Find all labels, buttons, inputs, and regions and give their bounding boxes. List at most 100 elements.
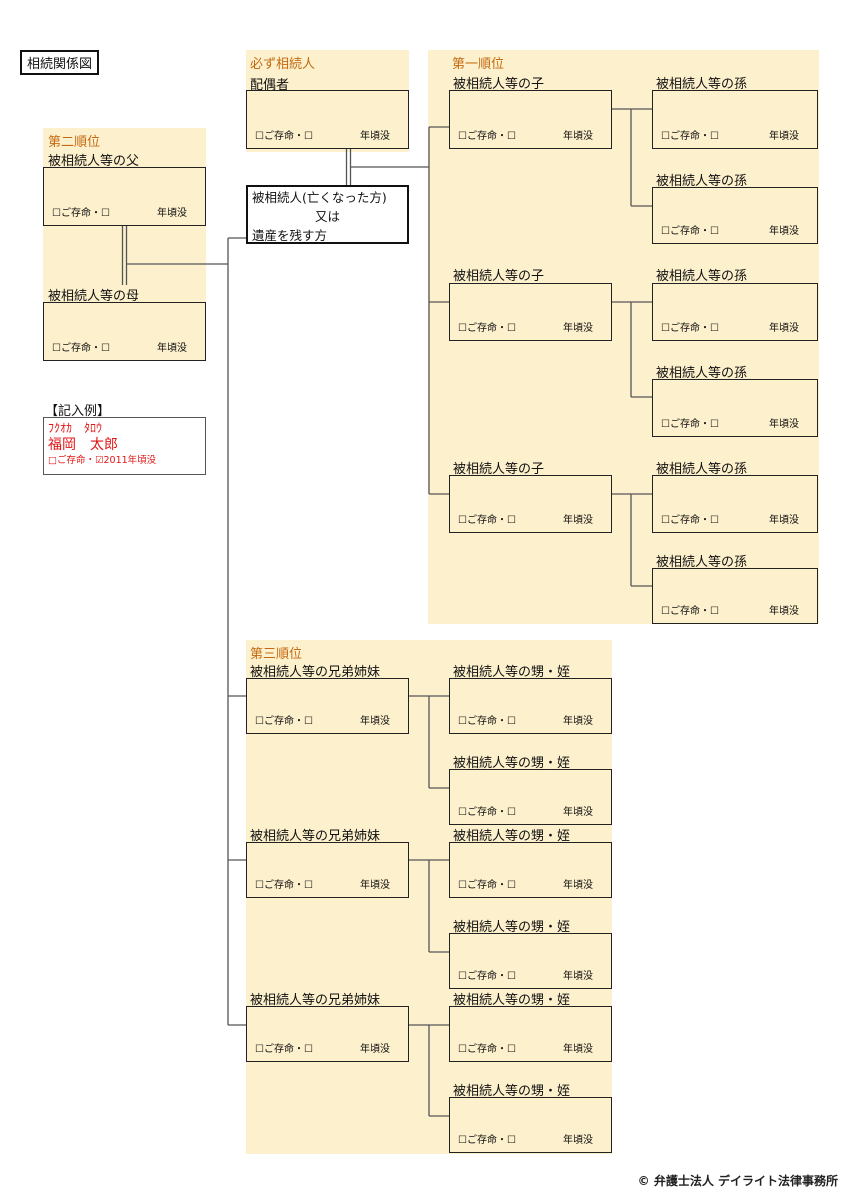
mother-label: 被相続人等の母: [48, 289, 140, 304]
year-text: 年頃没: [563, 880, 593, 891]
status-text: ☐ご存命・☐: [255, 716, 313, 727]
required-heir-title: 必ず相続人: [250, 57, 316, 72]
example-box: ﾌｸｵｶ ﾀﾛｳ 福岡 太郎 □ご存命・☑2011年頃没: [43, 417, 206, 475]
status-text: ☐ご存命・☐: [458, 515, 516, 526]
grandchild-4-box[interactable]: ☐ご存命・☐ 年頃没: [652, 379, 818, 437]
year-text: 年頃没: [563, 1044, 593, 1055]
child-1-box[interactable]: ☐ご存命・☐ 年頃没: [449, 90, 612, 149]
child-3-box[interactable]: ☐ご存命・☐ 年頃没: [449, 475, 612, 533]
example-kana: ﾌｸｵｶ ﾀﾛｳ: [48, 421, 103, 435]
year-text: 年頃没: [769, 226, 799, 237]
year-text: 年頃没: [769, 323, 799, 334]
mother-box[interactable]: ☐ご存命・☐ 年頃没: [43, 302, 206, 361]
child-2-box[interactable]: ☐ご存命・☐ 年頃没: [449, 283, 612, 341]
deceased-line-3: 遺産を残す方: [252, 228, 328, 243]
nephew-niece-2-label: 被相続人等の甥・姪: [453, 756, 571, 771]
status-text: ☐ご存命・☐: [661, 226, 719, 237]
status-text: ☐ご存命・☐: [661, 419, 719, 430]
year-text: 年頃没: [769, 515, 799, 526]
example-name: 福岡 太郎: [48, 437, 118, 453]
first-rank-title: 第一順位: [452, 57, 505, 72]
status-text: ☐ご存命・☐: [458, 880, 516, 891]
nephew-niece-5-box[interactable]: ☐ご存命・☐ 年頃没: [449, 1006, 612, 1062]
year-text: 年頃没: [769, 131, 799, 142]
nephew-niece-1-box[interactable]: ☐ご存命・☐ 年頃没: [449, 678, 612, 734]
status-text: ☐ご存命・☐: [661, 323, 719, 334]
nephew-niece-6-box[interactable]: ☐ご存命・☐ 年頃没: [449, 1097, 612, 1153]
deceased-box: 被相続人(亡くなった方) 又は 遺産を残す方: [246, 185, 409, 244]
spouse-label: 配偶者: [250, 78, 290, 93]
deceased-line-1: 被相続人(亡くなった方): [252, 190, 387, 205]
year-text: 年頃没: [769, 606, 799, 617]
father-label: 被相続人等の父: [48, 154, 140, 169]
father-box[interactable]: ☐ご存命・☐ 年頃没: [43, 167, 206, 226]
year-text: 年頃没: [563, 131, 593, 142]
year-text: 年頃没: [157, 208, 187, 219]
status-text: ☐ご存命・☐: [458, 323, 516, 334]
status-text: ☐ご存命・☐: [661, 131, 719, 142]
status-text: ☐ご存命・☐: [458, 971, 516, 982]
sibling-2-box[interactable]: ☐ご存命・☐ 年頃没: [246, 842, 409, 898]
year-text: 年頃没: [360, 131, 390, 142]
nephew-niece-4-box[interactable]: ☐ご存命・☐ 年頃没: [449, 933, 612, 989]
document-title: 相続関係図: [20, 50, 100, 75]
deceased-line-2: 又は: [314, 209, 340, 224]
spouse-box[interactable]: ☐ご存命・☐ 年頃没: [246, 90, 409, 149]
grandchild-1-label: 被相続人等の孫: [656, 77, 748, 92]
status-text: ☐ご存命・☐: [52, 208, 110, 219]
sibling-1-label: 被相続人等の兄弟姉妹: [250, 665, 381, 680]
child-3-label: 被相続人等の子: [453, 462, 545, 477]
status-text: ☐ご存命・☐: [52, 343, 110, 354]
year-text: 年頃没: [360, 716, 390, 727]
status-text: ☐ご存命・☐: [255, 131, 313, 142]
status-text: ☐ご存命・☐: [255, 880, 313, 891]
status-text: ☐ご存命・☐: [458, 1135, 516, 1146]
status-text: ☐ご存命・☐: [458, 807, 516, 818]
nephew-niece-3-label: 被相続人等の甥・姪: [453, 829, 571, 844]
nephew-niece-5-label: 被相続人等の甥・姪: [453, 993, 571, 1008]
status-text: ☐ご存命・☐: [458, 131, 516, 142]
status-text: ☐ご存命・☐: [255, 1044, 313, 1055]
example-status: □ご存命・☑2011年頃没: [48, 455, 157, 466]
year-text: 年頃没: [360, 1044, 390, 1055]
year-text: 年頃没: [157, 343, 187, 354]
grandchild-5-label: 被相続人等の孫: [656, 462, 748, 477]
status-text: ☐ご存命・☐: [661, 515, 719, 526]
third-rank-title: 第三順位: [250, 647, 303, 662]
year-text: 年頃没: [563, 515, 593, 526]
grandchild-4-label: 被相続人等の孫: [656, 366, 748, 381]
grandchild-1-box[interactable]: ☐ご存命・☐ 年頃没: [652, 90, 818, 149]
nephew-niece-1-label: 被相続人等の甥・姪: [453, 665, 571, 680]
year-text: 年頃没: [563, 971, 593, 982]
nephew-niece-2-box[interactable]: ☐ご存命・☐ 年頃没: [449, 769, 612, 825]
copyright: © 弁護士法人 デイライト法律事務所: [637, 1174, 838, 1188]
grandchild-3-box[interactable]: ☐ご存命・☐ 年頃没: [652, 283, 818, 341]
child-1-label: 被相続人等の子: [453, 77, 545, 92]
sibling-2-label: 被相続人等の兄弟姉妹: [250, 829, 381, 844]
second-rank-title: 第二順位: [48, 135, 101, 150]
status-text: ☐ご存命・☐: [458, 1044, 516, 1055]
grandchild-2-label: 被相続人等の孫: [656, 174, 748, 189]
child-2-label: 被相続人等の子: [453, 269, 545, 284]
year-text: 年頃没: [360, 880, 390, 891]
year-text: 年頃没: [769, 419, 799, 430]
nephew-niece-6-label: 被相続人等の甥・姪: [453, 1084, 571, 1099]
grandchild-2-box[interactable]: ☐ご存命・☐ 年頃没: [652, 187, 818, 244]
nephew-niece-4-label: 被相続人等の甥・姪: [453, 920, 571, 935]
year-text: 年頃没: [563, 323, 593, 334]
status-text: ☐ご存命・☐: [458, 716, 516, 727]
sibling-3-label: 被相続人等の兄弟姉妹: [250, 993, 381, 1008]
sibling-1-box[interactable]: ☐ご存命・☐ 年頃没: [246, 678, 409, 734]
status-text: ☐ご存命・☐: [661, 606, 719, 617]
sibling-3-box[interactable]: ☐ご存命・☐ 年頃没: [246, 1006, 409, 1062]
year-text: 年頃没: [563, 1135, 593, 1146]
example-title: 【記入例】: [45, 404, 111, 419]
year-text: 年頃没: [563, 807, 593, 818]
grandchild-5-box[interactable]: ☐ご存命・☐ 年頃没: [652, 475, 818, 533]
nephew-niece-3-box[interactable]: ☐ご存命・☐ 年頃没: [449, 842, 612, 898]
grandchild-6-box[interactable]: ☐ご存命・☐ 年頃没: [652, 568, 818, 624]
year-text: 年頃没: [563, 716, 593, 727]
grandchild-3-label: 被相続人等の孫: [656, 269, 748, 284]
grandchild-6-label: 被相続人等の孫: [656, 555, 748, 570]
